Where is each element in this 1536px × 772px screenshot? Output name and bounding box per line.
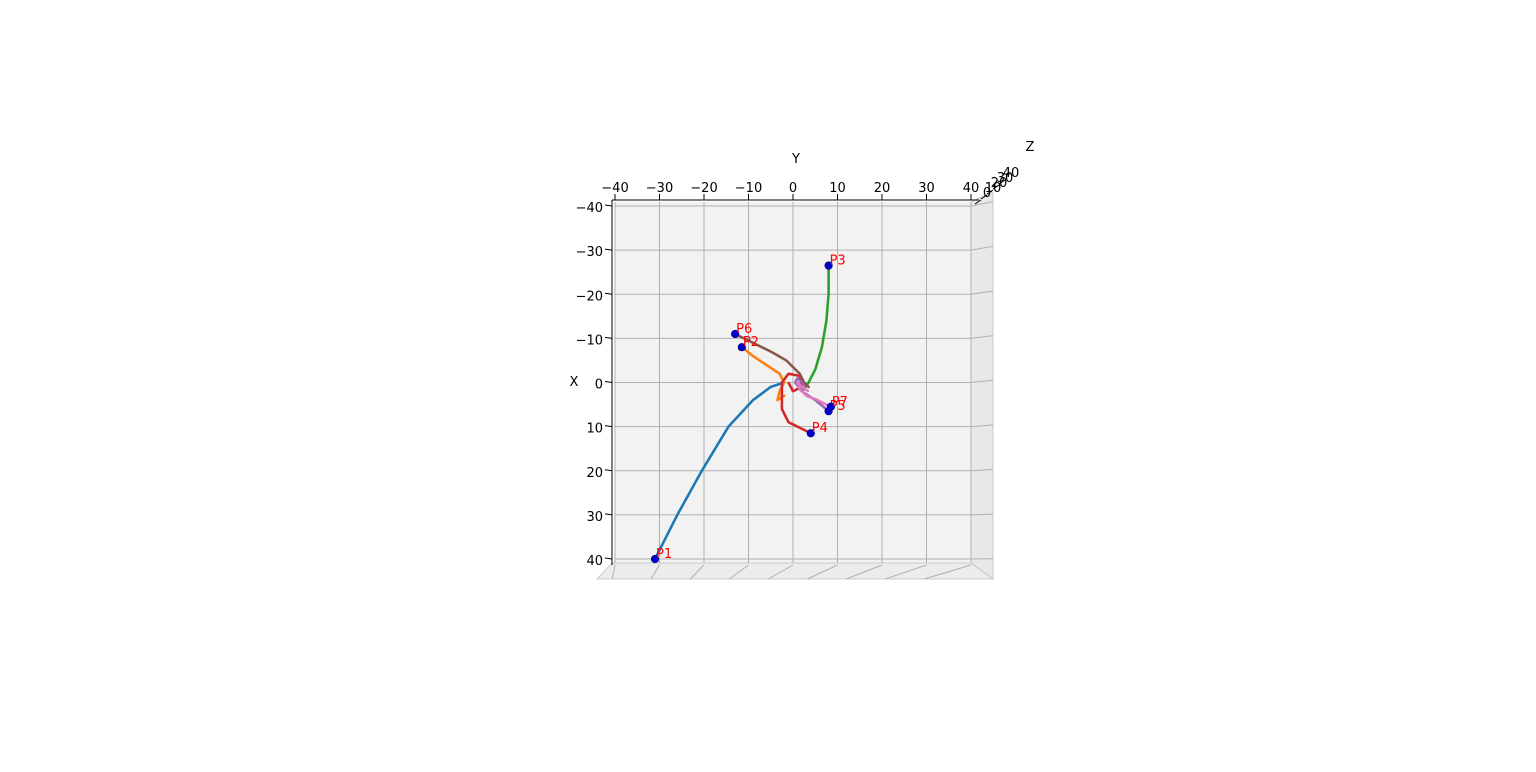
- start-point-label: P7: [832, 395, 848, 410]
- series-line-7: [796, 381, 833, 409]
- start-point-label: P3: [830, 254, 846, 269]
- x-axis-title: X: [570, 375, 579, 390]
- start-point-marker: [737, 343, 746, 352]
- x-tick-label: −10: [576, 333, 603, 348]
- start-point-marker: [826, 402, 835, 411]
- series-line-1: [653, 381, 786, 561]
- x-tick-mark: [604, 292, 613, 295]
- grid-line-x-side: [970, 201, 994, 207]
- series-line-2: [740, 345, 786, 402]
- grid-line-x-side: [970, 335, 994, 339]
- y-tick-label: −20: [690, 181, 717, 196]
- grid-line-x-side: [970, 379, 994, 383]
- y-tick-label: −10: [735, 181, 762, 196]
- y-tick-label: 10: [829, 181, 846, 196]
- z-axis-title: Z: [1026, 140, 1035, 155]
- grid-line-x-side: [970, 290, 994, 295]
- x-tick-mark: [604, 248, 613, 251]
- start-point-marker: [731, 329, 740, 339]
- start-point-label: P2: [743, 335, 759, 350]
- x-tick-mark: [604, 513, 613, 516]
- x-tick-mark: [604, 557, 613, 560]
- y-tick-label: 30: [918, 181, 935, 196]
- start-point-marker: [650, 554, 660, 564]
- grid-line-y-floor: [885, 564, 927, 580]
- x-tick-mark: [604, 469, 613, 472]
- grid-line-y-floor: [611, 564, 616, 580]
- x-tick-label: 40: [586, 554, 603, 569]
- x-tick-label: −20: [576, 289, 603, 304]
- grid-line-y-floor: [846, 564, 883, 580]
- z-tick-mark: [986, 189, 994, 195]
- grid-line-y-floor: [650, 564, 660, 580]
- grid-line-x-side: [970, 245, 994, 251]
- x-tick-label: −40: [576, 201, 603, 216]
- start-point-label: P6: [736, 322, 752, 337]
- x-tick-label: 30: [586, 510, 603, 525]
- grid-line-y-floor: [689, 564, 705, 580]
- start-point-marker: [824, 261, 833, 270]
- z-tick-label: 40: [1003, 166, 1020, 181]
- start-point-marker: [806, 429, 815, 438]
- x-tick-label: 0: [595, 378, 603, 393]
- x-tick-mark: [604, 204, 613, 207]
- series-line-3: [800, 264, 830, 393]
- y-tick-label: 0: [789, 181, 797, 196]
- series-group: [653, 264, 833, 561]
- axis-ticks: −40 −40 −30 −30 −20 −20 −10 −10 0 0 10 10 20 20 30 30 40…: [576, 166, 1020, 569]
- y-tick-label: 20: [874, 181, 891, 196]
- x-tick-label: 10: [586, 422, 603, 437]
- x-tick-mark: [604, 381, 613, 383]
- z-tick-mark: [998, 179, 1006, 185]
- grid-line-y-floor: [768, 564, 794, 580]
- start-point-label: P5: [830, 399, 846, 414]
- grid-line-y-floor: [924, 564, 972, 580]
- x-tick-mark: [604, 336, 613, 339]
- x-tick-mark: [604, 425, 613, 428]
- grid-line-x-side: [970, 469, 994, 472]
- z-tick-mark: [980, 194, 988, 200]
- grid-line-x-side: [970, 513, 994, 516]
- grid-line-y-floor: [728, 564, 749, 580]
- x-tick-label: −30: [576, 245, 603, 260]
- grid-line-x-side: [970, 424, 994, 428]
- start-point-label: P1: [656, 547, 672, 562]
- y-tick-label: 40: [963, 181, 980, 196]
- start-point-label: P4: [812, 421, 828, 436]
- bottom-pane: [596, 562, 995, 580]
- series-line-6: [733, 332, 810, 389]
- z-tick-mark: [992, 184, 1000, 190]
- grid-lines: [611, 201, 994, 580]
- x-tick-label: 20: [586, 466, 603, 481]
- y-axis-title: Y: [791, 152, 800, 167]
- grid-line-y-floor: [807, 564, 838, 580]
- z-tick-mark: [974, 199, 982, 205]
- y-tick-label: −40: [601, 181, 628, 196]
- y-tick-label: −30: [646, 181, 673, 196]
